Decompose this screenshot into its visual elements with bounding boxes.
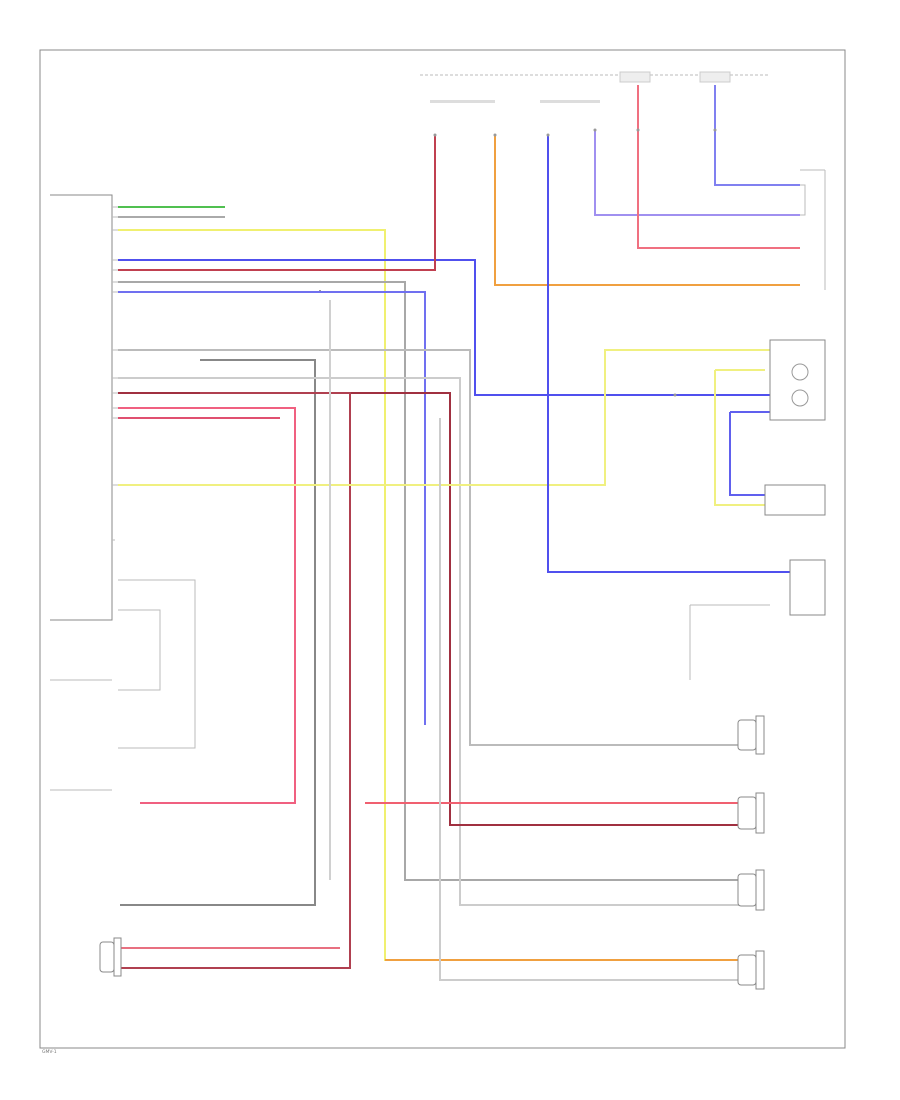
wire-bundle [118,85,800,981]
fuse-block [430,71,731,103]
clock-spring [769,339,826,421]
antenna-module [789,559,826,616]
page-id: GMV-1 [42,1049,57,1055]
right-speaker-rear-left [737,869,765,911]
routing-lines [50,169,826,791]
audio-unit-pin-ticks [112,206,118,486]
right-speaker-front-left [737,715,765,755]
audio-unit-outline [50,194,113,621]
radio-remote-control-switch [764,484,826,516]
diagram-frame [39,49,846,1049]
right-speaker-front-right [737,792,765,834]
right-speaker-rear-right [737,950,765,990]
left-speaker-lower [99,937,122,977]
terminal-dots [433,128,717,397]
